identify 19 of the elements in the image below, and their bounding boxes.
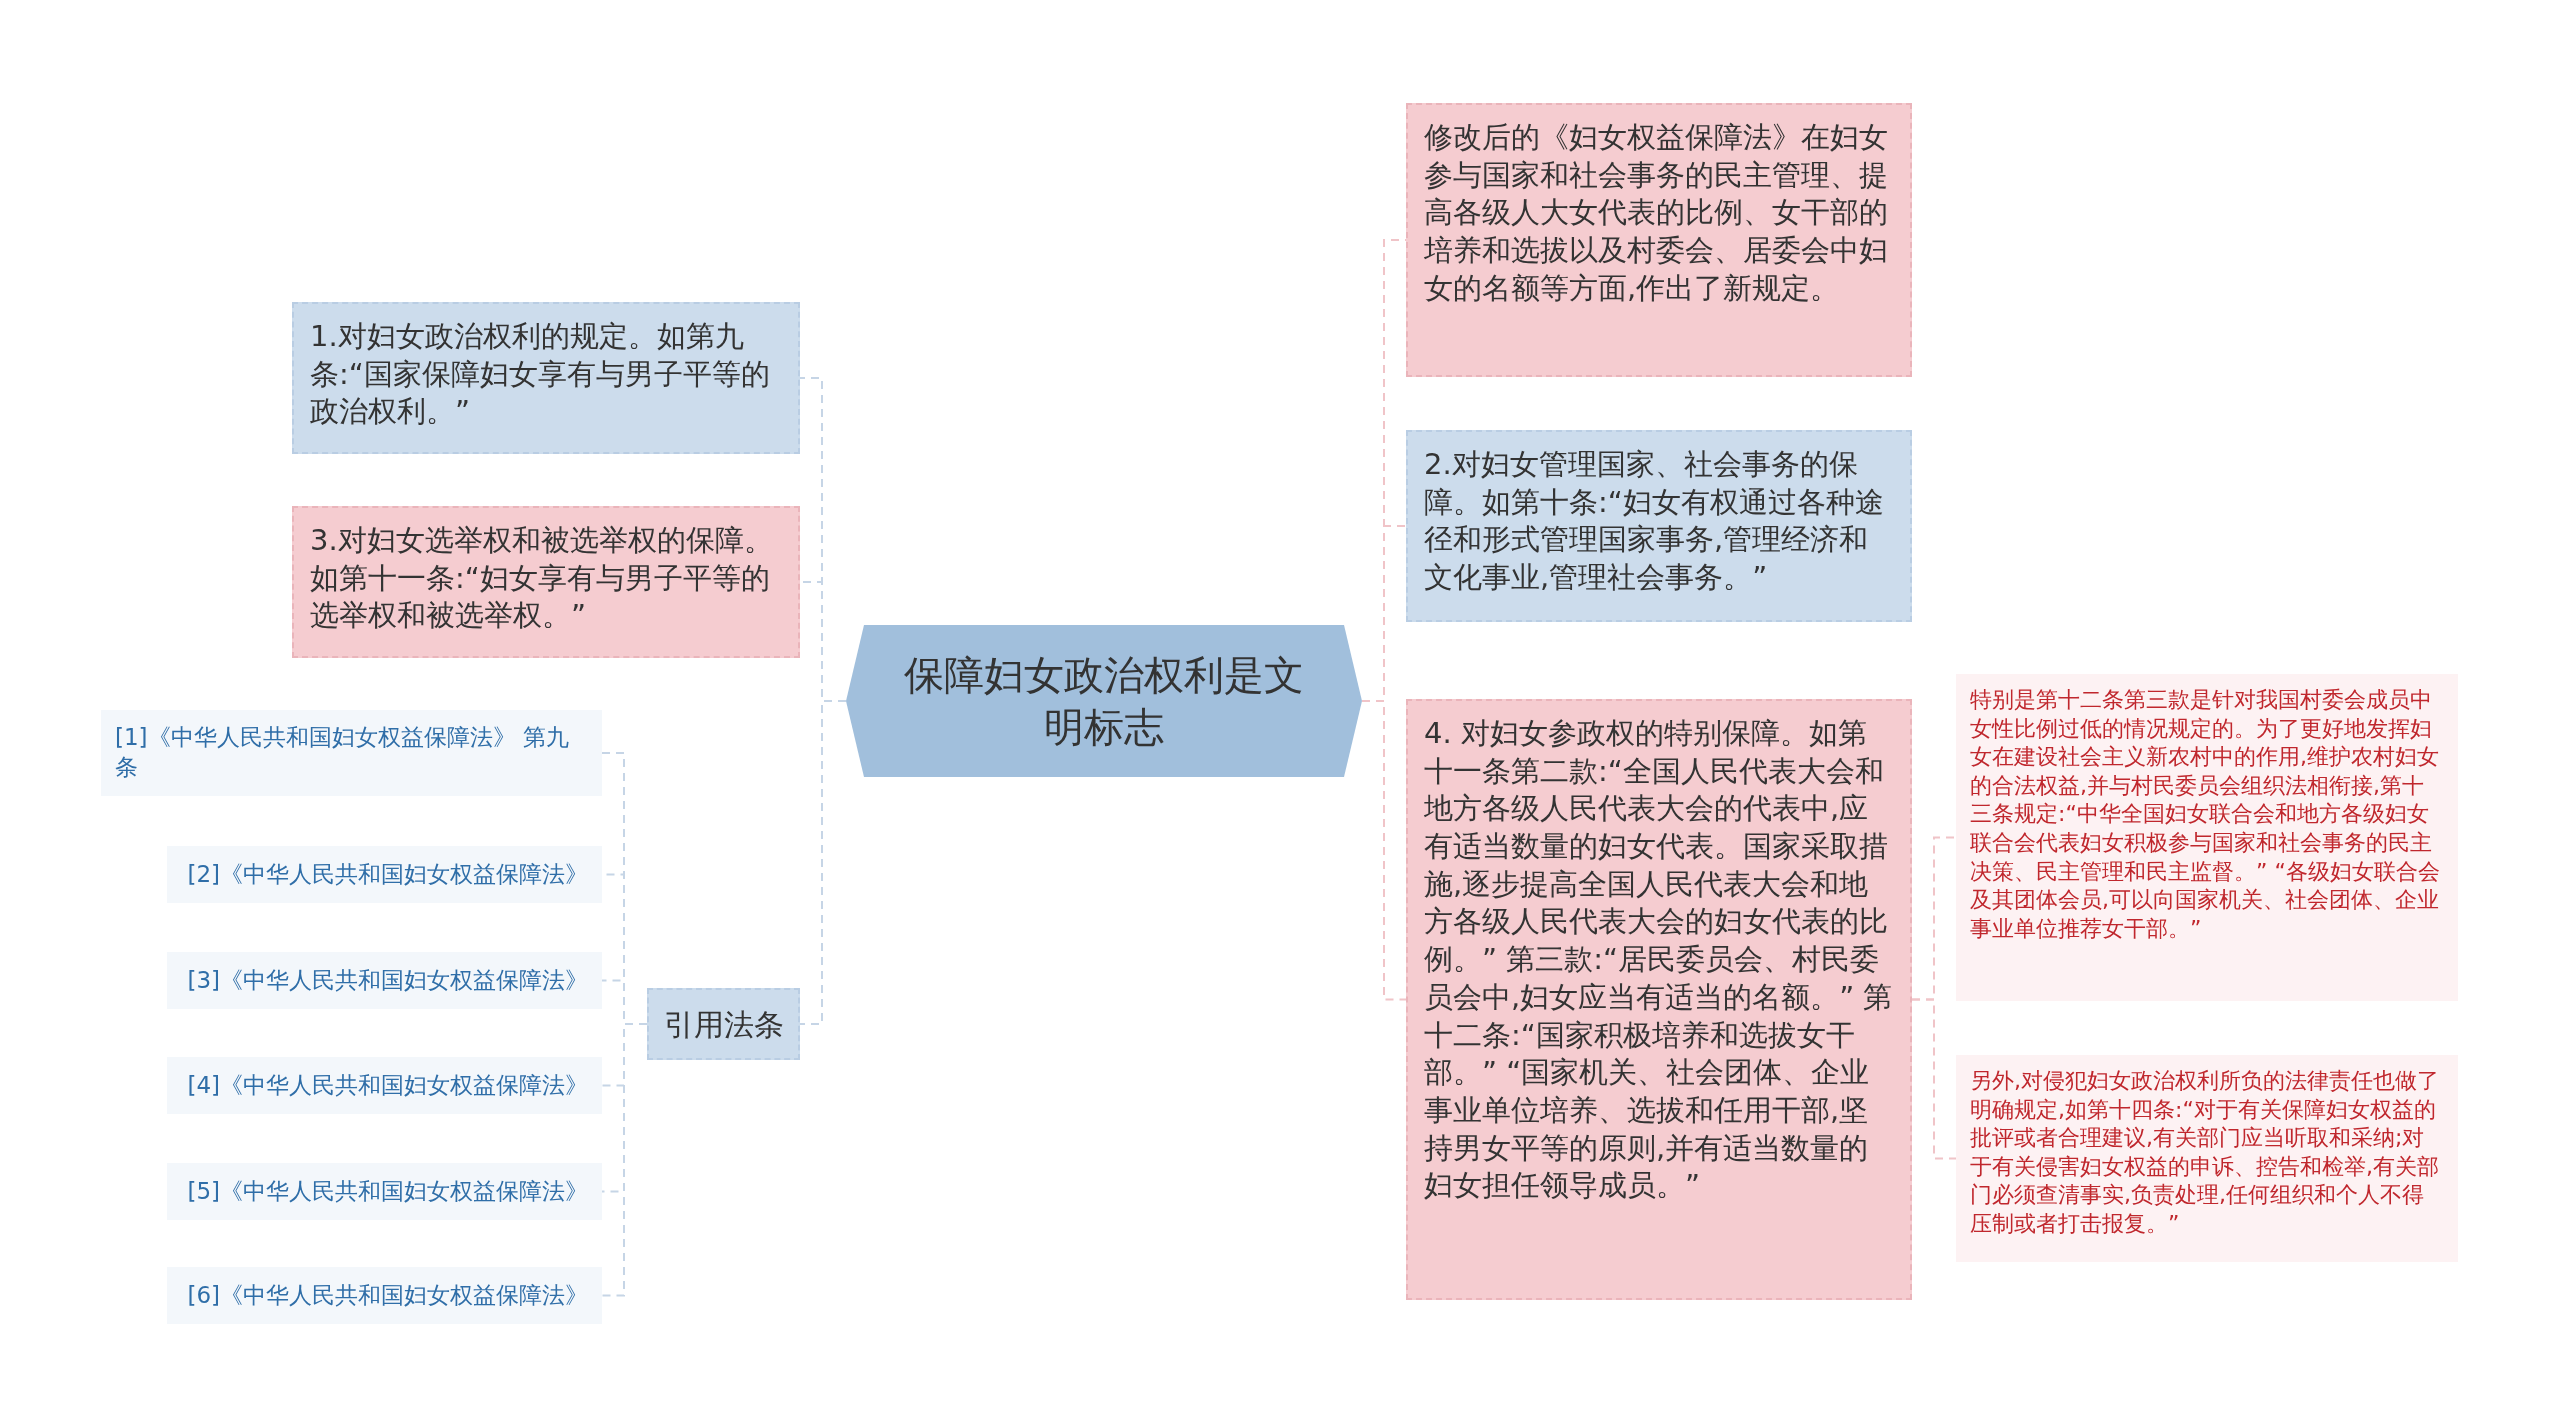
central-topic-hexagon: 保障妇女政治权利是文明标志 <box>846 625 1362 777</box>
topic-box: 1.对妇女政治权利的规定。如第九条:“国家保障妇女享有与男子平等的政治权利。” <box>292 302 800 454</box>
topic-box: 4. 对妇女参政权的特别保障。如第十一条第二款:“全国人民代表大会和地方各级人民代表大会的代表中,应有适当数量的妇女代表。国家采取措施,逐步提高全国人民代表大会和地方各级人民代表大会的妇女代表的比例。” 第三款:“居民委员会、村民委员会中,妇女应当有适当的名额。” 第十二条:“国家积极培养和选拔女干部。” “国家机关、社会团体、企业事业单位培养、选拔和任用干部,坚持男女平等的原则,并有适当数量的妇女担任领导成员。” <box>1406 699 1912 1300</box>
reference-box: [5]《中华人民共和国妇女权益保障法》 <box>167 1163 602 1220</box>
topic-box: 3.对妇女选举权和被选举权的保障。如第十一条:“妇女享有与男子平等的选举权和被选举权。” <box>292 506 800 658</box>
topic-box: 引用法条 <box>647 988 800 1060</box>
reference-box: [3]《中华人民共和国妇女权益保障法》 <box>167 952 602 1009</box>
connector-line <box>799 700 847 1025</box>
connector-line <box>1911 998 1957 1160</box>
note-box: 另外,对侵犯妇女政治权利所负的法律责任也做了明确规定,如第十四条:“对于有关保障妇女权益的批评或者合理建议,有关部门应当听取和采纳;对于有关侵害妇女权益的申诉、控告和检举,有关部门必须查清事实,负责处理,任何组织和个人不得压制或者打击报复。” <box>1956 1055 2458 1262</box>
note-box: 特别是第十二条第三款是针对我国村委会成员中女性比例过低的情况规定的。为了更好地发挥妇女在建设社会主义新农村中的作用,维护农村妇女的合法权益,并与村民委员会组织法相衔接,第十三条规定:“中华全国妇女联合会和地方各级妇女联合会代表妇女积极参与国家和社会事务的民主决策、民主管理和民主监督。” “各级妇女联合会及其团体会员,可以向国家机关、社会团体、企业事业单位推荐女干部。” <box>1956 674 2458 1001</box>
topic-box: 2.对妇女管理国家、社会事务的保障。如第十条:“妇女有权通过各种途径和形式管理国家事务,管理经济和文化事业,管理社会事务。” <box>1406 430 1912 622</box>
reference-box: [2]《中华人民共和国妇女权益保障法》 <box>167 846 602 903</box>
connector-line <box>1361 700 1407 1001</box>
topic-box: 修改后的《妇女权益保障法》在妇女参与国家和社会事务的民主管理、提高各级人大女代表的比例、女干部的培养和选拔以及村委会、居委会中妇女的名额等方面,作出了新规定。 <box>1406 103 1912 377</box>
reference-box: [6]《中华人民共和国妇女权益保障法》 <box>167 1267 602 1324</box>
reference-box: [4]《中华人民共和国妇女权益保障法》 <box>167 1057 602 1114</box>
connector-line <box>601 1023 648 1297</box>
reference-box: [1]《中华人民共和国妇女权益保障法》 第九条 <box>101 710 602 796</box>
